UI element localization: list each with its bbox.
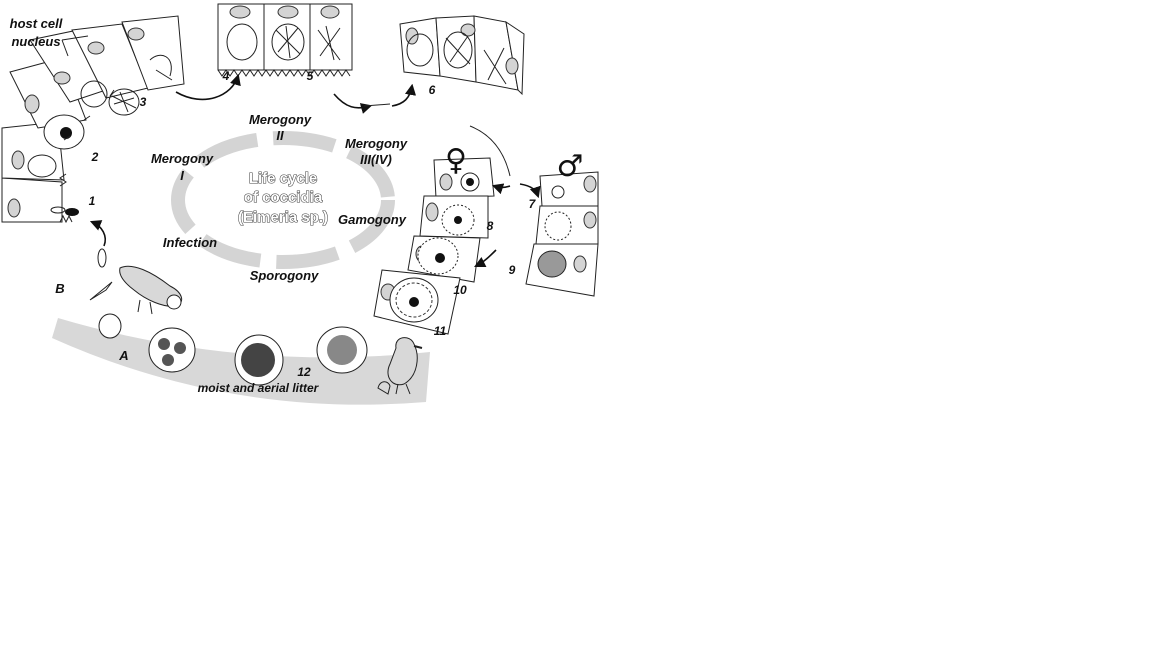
stage-8: 8 (487, 219, 494, 233)
center-title-line3: (Eimeria sp.) (238, 209, 328, 226)
stage-2: 2 (91, 150, 99, 164)
stage-1: 1 (89, 194, 96, 208)
epithelium-top-right (399, 15, 525, 96)
stage-11: 11 (434, 324, 447, 338)
chick-drinking-illustration (119, 265, 183, 315)
phase-merogony-1-numeral: I (180, 168, 184, 183)
stage-10: 10 (453, 283, 467, 297)
stage-5: 5 (307, 69, 314, 83)
epithelium-left (1, 15, 185, 224)
female-symbol-icon: ♀ (445, 143, 467, 178)
stage-12: 12 (297, 365, 311, 379)
phase-merogony-3: Merogony (345, 136, 408, 151)
center-title-line2: of coccidia (244, 189, 323, 206)
letter-b: B (55, 281, 64, 296)
stage-4: 4 (222, 69, 230, 83)
stage-6: 6 (429, 83, 436, 97)
phase-merogony-1: Merogony (151, 151, 214, 166)
stage-3: 3 (140, 95, 147, 109)
phase-gamogony: Gamogony (338, 212, 407, 227)
host-cell-pointer (61, 35, 89, 57)
stage-7: 7 (529, 197, 537, 211)
phase-merogony-2-numeral: II (276, 128, 284, 143)
cycle-ring (171, 131, 395, 269)
phase-merogony-3-numeral: III(IV) (360, 152, 392, 167)
phase-merogony-2: Merogony (249, 112, 312, 127)
letter-a: A (118, 348, 128, 363)
litter-label: moist and aerial litter (198, 381, 320, 395)
host-cell-label-line2: nucleus (11, 34, 60, 49)
center-title-line1: Life cycle (249, 170, 317, 187)
epithelium-top (217, 3, 353, 77)
oocyst-stages (89, 248, 368, 386)
male-symbol-icon: ♂ (557, 149, 584, 184)
stage-9: 9 (509, 263, 516, 277)
host-cell-label-line1: host cell (10, 16, 63, 31)
gamont-column-male (525, 171, 599, 297)
chick-standing-illustration (377, 337, 423, 395)
cycle-arrows (89, 73, 541, 268)
gamont-column-female (373, 157, 495, 335)
phase-sporogony: Sporogony (250, 268, 319, 283)
phase-infection: Infection (163, 235, 217, 250)
